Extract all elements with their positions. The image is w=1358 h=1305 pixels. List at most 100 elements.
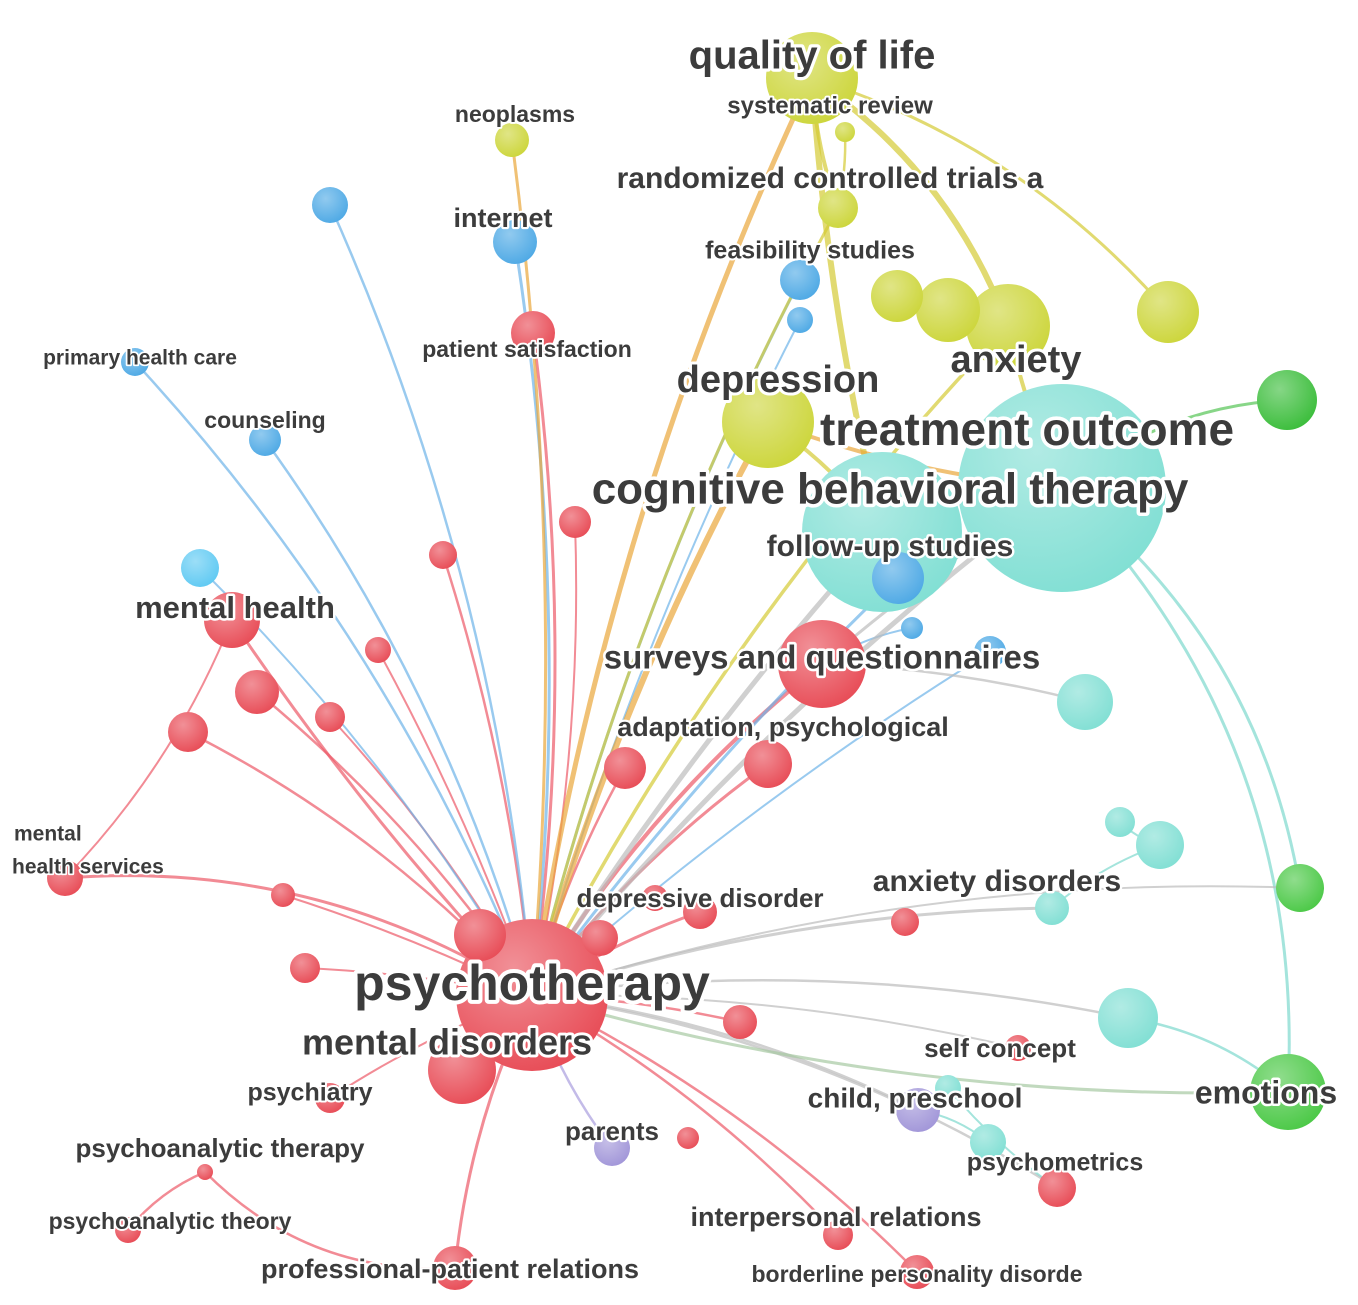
- node-selfconcept[interactable]: [1005, 1035, 1031, 1061]
- edge-psychotherapy--phc: [133, 360, 534, 997]
- node-label-depression: depression: [677, 359, 880, 401]
- node-label-anxdis: anxiety disorders: [873, 865, 1121, 898]
- node-blue_318[interactable]: [787, 307, 813, 333]
- node-label-ppr: professional-patient relations: [261, 1254, 639, 1284]
- node-blue_625[interactable]: [901, 617, 923, 639]
- node-label-followup: follow-up studies: [767, 530, 1014, 563]
- edge-quality_of_life--yellow_right: [810, 76, 1170, 314]
- node-teal_small1[interactable]: [1057, 674, 1113, 730]
- node-red_480_935[interactable]: [454, 909, 506, 961]
- node-teal_820[interactable]: [1105, 807, 1135, 837]
- node-followup[interactable]: [872, 552, 924, 604]
- node-red_690[interactable]: [235, 670, 279, 714]
- node-yellow_mid[interactable]: [916, 278, 980, 342]
- node-psychometrics[interactable]: [1038, 1169, 1076, 1207]
- node-psychotherapy[interactable]: [456, 919, 608, 1071]
- node-emotions[interactable]: [1250, 1054, 1326, 1130]
- node-label-cbt: cognitive behavioral therapy: [592, 465, 1189, 514]
- node-patient_sat[interactable]: [511, 311, 555, 355]
- node-red_965[interactable]: [290, 953, 320, 983]
- node-rct_node[interactable]: [818, 188, 858, 228]
- node-mental_health[interactable]: [204, 592, 260, 648]
- node-anxiety[interactable]: [966, 284, 1050, 368]
- node-label-emotions: emotions: [1195, 1074, 1337, 1110]
- node-adaptation[interactable]: [744, 740, 792, 788]
- node-mental_disorders[interactable]: [428, 1036, 496, 1104]
- node-label-internet: internet: [453, 203, 552, 233]
- node-red_893[interactable]: [271, 883, 295, 907]
- node-lightblue_node[interactable]: [181, 549, 219, 587]
- node-depressive[interactable]: [683, 895, 717, 929]
- node-red_600_940[interactable]: [582, 920, 618, 956]
- node-yellow_right[interactable]: [1137, 281, 1199, 343]
- node-label-borderline: borderline personality disorde: [751, 1261, 1082, 1287]
- node-green_right[interactable]: [1257, 370, 1317, 430]
- node-parents[interactable]: [594, 1130, 630, 1166]
- node-label-parents: parents: [565, 1116, 659, 1146]
- node-mhs[interactable]: [47, 860, 83, 896]
- node-red_715[interactable]: [315, 702, 345, 732]
- node-psy_theory[interactable]: [115, 1217, 141, 1243]
- node-psychiatry[interactable]: [315, 1083, 345, 1113]
- node-phc[interactable]: [121, 348, 149, 376]
- node-neoplasms[interactable]: [495, 123, 529, 157]
- node-red_688_1138[interactable]: [677, 1127, 699, 1149]
- node-red_655_898[interactable]: [642, 885, 668, 911]
- node-label-quality_of_life: quality of life: [689, 34, 936, 78]
- node-label-neoplasms: neoplasms: [455, 101, 575, 127]
- node-red_730[interactable]: [168, 712, 208, 752]
- node-label-interpersonal: interpersonal relations: [690, 1202, 981, 1232]
- edge-psychotherapy--quality_of_life: [529, 75, 815, 998]
- node-label-child: child, preschool: [808, 1082, 1023, 1113]
- node-label-psy_therapy: psychoanalytic therapy: [76, 1133, 366, 1163]
- node-label-psychiatry: psychiatry: [247, 1079, 372, 1107]
- node-red_920[interactable]: [891, 908, 919, 936]
- edge-psychotherapy--teal_1015: [530, 978, 1130, 1020]
- node-label-patient_sat: patient satisfaction: [422, 336, 632, 362]
- node-borderline[interactable]: [900, 1255, 934, 1289]
- edge-psychotherapy--counseling: [263, 438, 534, 997]
- node-red_520[interactable]: [559, 506, 591, 538]
- node-blue_655[interactable]: [974, 636, 1006, 668]
- node-label-selfconcept: self concept: [924, 1033, 1076, 1063]
- edge-psychotherapy--treatment_outcome: [529, 485, 1065, 998]
- node-red_378[interactable]: [365, 637, 391, 663]
- edge-psychotherapy--green_885: [531, 885, 1301, 996]
- node-psy_therapy[interactable]: [197, 1164, 213, 1180]
- node-label-anxiety: anxiety: [951, 339, 1082, 381]
- node-green_885[interactable]: [1276, 864, 1324, 912]
- node-teal_1015[interactable]: [1098, 988, 1158, 1048]
- node-label-mhs: mental: [14, 823, 82, 846]
- node-depression[interactable]: [722, 376, 814, 468]
- node-label-sysrev: systematic review: [727, 92, 933, 119]
- node-child[interactable]: [896, 1088, 940, 1132]
- node-teal_1140[interactable]: [970, 1124, 1006, 1160]
- node-label-depressive: depressive disorder: [576, 883, 823, 913]
- node-quality_of_life[interactable]: [766, 32, 858, 124]
- node-red_1020[interactable]: [723, 1005, 757, 1039]
- edge-psychotherapy--blue_topleft: [328, 203, 534, 997]
- node-blue_topleft[interactable]: [312, 187, 348, 223]
- node-surveys[interactable]: [778, 620, 866, 708]
- node-internet[interactable]: [493, 220, 537, 264]
- edge-psychotherapy--depression: [529, 419, 771, 998]
- edge-psychotherapy--cbt: [529, 529, 885, 998]
- edge-psychotherapy--anxiety: [530, 324, 1010, 997]
- node-anxdis[interactable]: [1035, 891, 1069, 925]
- node-feasibility[interactable]: [780, 260, 820, 300]
- node-treatment_outcome[interactable]: [958, 384, 1166, 592]
- node-interpersonal[interactable]: [823, 1220, 853, 1250]
- node-label-adaptation: adaptation, psychological: [617, 712, 949, 742]
- node-sysrev[interactable]: [835, 122, 855, 142]
- node-red_553[interactable]: [429, 541, 457, 569]
- node-label-psychometrics: psychometrics: [967, 1149, 1143, 1177]
- node-teal_1085[interactable]: [935, 1075, 961, 1101]
- node-teal_850[interactable]: [1136, 821, 1184, 869]
- node-counseling[interactable]: [249, 424, 281, 456]
- node-ppr[interactable]: [433, 1246, 477, 1290]
- node-label-phc: primary health care: [43, 347, 237, 370]
- node-red_768[interactable]: [604, 747, 646, 789]
- node-label-counseling: counseling: [204, 407, 325, 433]
- node-yellow_897[interactable]: [871, 270, 923, 322]
